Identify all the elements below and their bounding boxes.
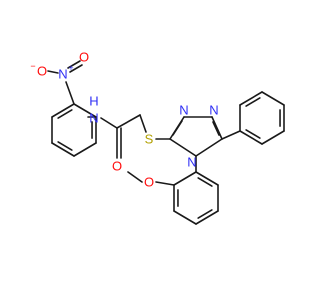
amide-nitrogen: N [89,111,98,126]
bonds [47,60,285,225]
aryl-o-bond [155,181,175,186]
nitrophenyl-ring-double-bond [57,109,73,119]
methoxyphenyl-ring-bond [195,171,219,186]
methoxyphenyl-ring-bond [173,171,197,186]
nitro-n-o-bond [47,70,59,74]
nitrophenyl-ring-bond [51,142,75,157]
triazole-phenyl-bond [221,130,241,140]
thioether-sulfur: S [145,132,154,147]
amide-hydrogen: H [89,94,98,109]
nitrophenyl-ring-bond [73,142,97,157]
nitrophenyl-ring-bond [51,103,75,118]
triazole-nitrogen-1: N [179,103,188,118]
carbonyl-oxygen: O [112,159,122,174]
methoxyphenyl-ring-double-bond [197,177,213,187]
methoxy-oxygen: O [144,175,154,190]
atom-labels: O − N + O N H O S N N N O [30,50,218,190]
nitro-positive-charge: + [68,63,73,73]
triazole-double-bond [172,120,183,136]
triazole-nitrogen-4: N [187,155,196,170]
triazole-bond [169,138,197,157]
nitrophenyl-ring-double-bond [57,141,73,151]
phenyl-ring-bond [261,91,285,106]
methoxyphenyl-ring-bond [195,210,219,225]
phenyl-ring-double-bond [245,129,261,139]
ch2-s-bond [139,114,147,133]
methoxyphenyl-ring-double-bond [197,209,213,219]
nitro-n-o-double-bond [69,64,83,73]
phenyl-ring-double-bond [245,97,261,107]
nitro-nitrogen: N [58,67,67,82]
triazole-bond [195,138,223,157]
methoxyphenyl-ring-bond [173,210,197,225]
phenyl-ring-bond [261,130,285,145]
alpha-carbon-bond [116,114,141,129]
nitro-c-n-bond [65,81,75,105]
nitro-oxygen-double: O [79,50,89,65]
nitro-oxygen-anion: O [37,64,47,79]
nitro-negative-charge: − [30,61,35,71]
amide-n-c-bond [100,117,118,129]
phenyl-ring-bond [239,91,263,106]
methoxy-bond [127,171,143,183]
nitro-n-o-double-bond [67,60,81,69]
triazole-bond [211,116,223,140]
triazole-double-bond [212,121,220,136]
molecule-structure: O − N + O N H O S N N N O [30,50,285,225]
triazole-nitrogen-2: N [209,103,218,118]
phenyl-ring-bond [239,130,263,145]
nitrophenyl-ring-bond [73,103,97,118]
